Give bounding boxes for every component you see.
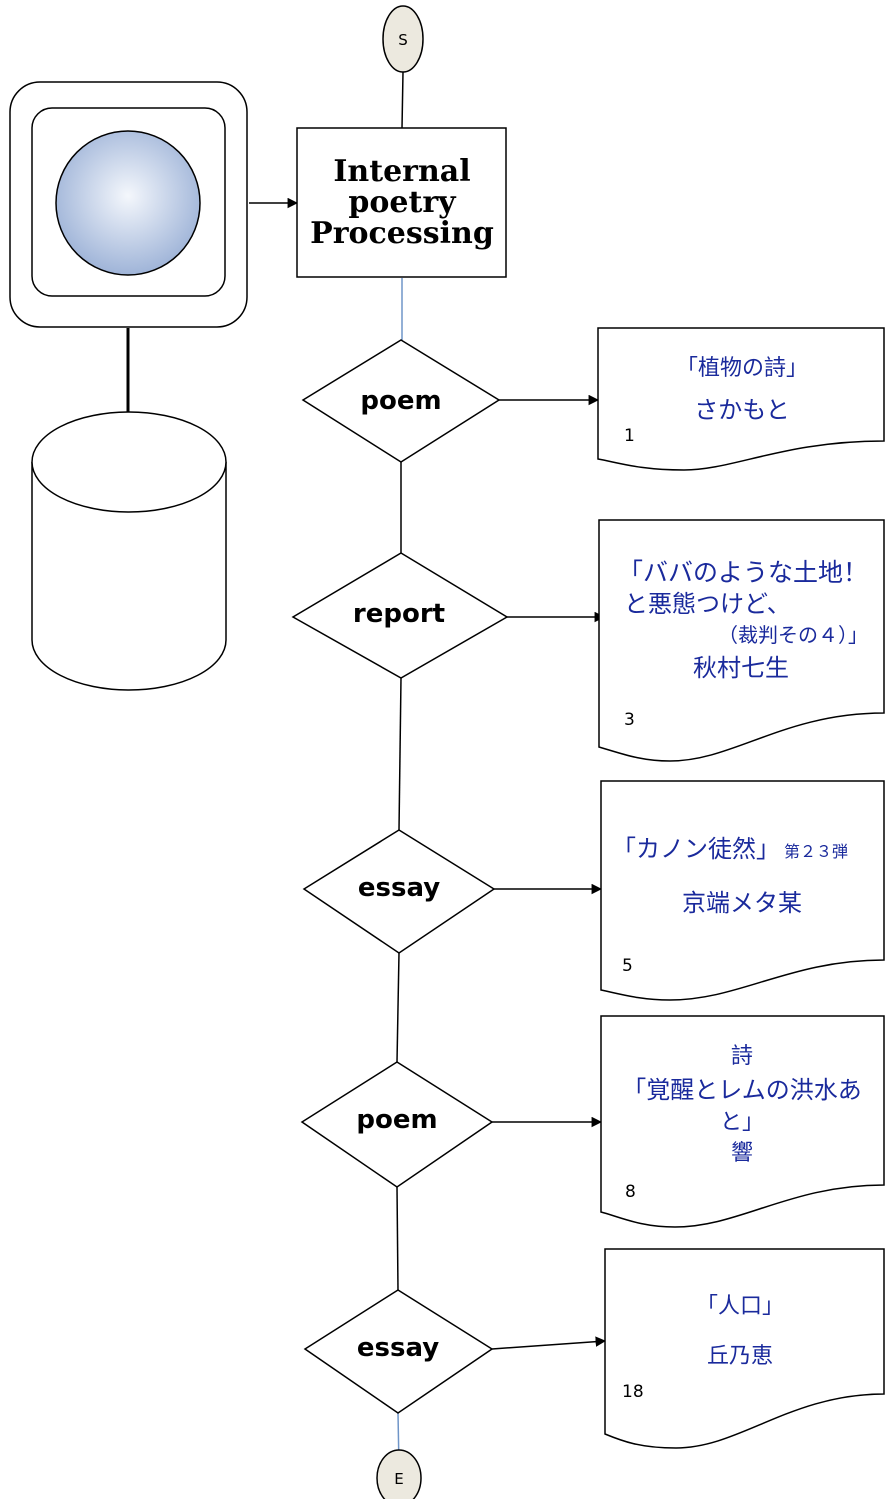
document-3-number: 5	[622, 956, 633, 976]
decision-4: poem	[300, 1061, 494, 1188]
end-label: E	[394, 1470, 403, 1488]
display-shape	[9, 81, 248, 328]
decision-1: poem	[301, 339, 501, 463]
end-terminal: E	[376, 1449, 422, 1499]
decision-3: essay	[302, 829, 496, 954]
document-1: 「植物の詩」 さかもと 1	[597, 327, 885, 471]
document-4-line-1: 詩	[731, 1044, 753, 1069]
start-terminal: S	[382, 5, 424, 73]
document-2-line-2: と悪態つけど、	[624, 590, 791, 618]
document-1-number: 1	[624, 426, 635, 446]
decision-2: report	[291, 552, 509, 679]
document-5: 「人口」 丘乃恵 18	[604, 1248, 885, 1449]
connectors	[126, 71, 607, 1469]
process-line-1: Internal	[333, 154, 470, 189]
document-2-author: 秋村七生	[693, 654, 789, 682]
document-3-title-main: 「カノン徒然」	[612, 835, 780, 863]
document-4-line-2: 「覚醒とレムの洪水あ	[622, 1076, 862, 1104]
document-3: 「カノン徒然」第２３弾 京端メタ某 5	[600, 780, 885, 1001]
process-line-2: poetry	[348, 185, 457, 220]
process-box: Internal poetry Processing	[296, 127, 507, 278]
document-5-number: 18	[622, 1382, 644, 1402]
document-5-author: 丘乃恵	[707, 1344, 773, 1369]
decision-5: essay	[303, 1289, 494, 1414]
document-4-number: 8	[625, 1182, 636, 1202]
document-2-line-1: 「ババのような土地！	[618, 558, 868, 587]
process-line-3: Processing	[310, 216, 494, 251]
document-5-title: 「人口」	[696, 1294, 784, 1319]
document-3-title: 「カノン徒然」第２３弾	[612, 835, 848, 863]
document-1-title: 「植物の詩」	[676, 356, 808, 381]
document-1-author: さかもと	[694, 396, 790, 424]
decision-2-label: report	[353, 599, 445, 629]
document-4: 詩 「覚醒とレムの洪水あ と」 響 8	[600, 1015, 885, 1228]
document-4-author: 響	[731, 1141, 753, 1166]
document-2-line-3: （裁判その４）」	[718, 623, 868, 647]
document-2: 「ババのような土地！ と悪態つけど、 （裁判その４）」 秋村七生 3	[598, 519, 885, 762]
start-label: S	[398, 31, 408, 49]
decision-1-label: poem	[360, 386, 441, 416]
disc-icon	[55, 130, 201, 276]
document-2-number: 3	[624, 710, 635, 730]
decision-5-label: essay	[357, 1333, 439, 1363]
decision-4-label: poem	[356, 1105, 437, 1135]
document-3-title-suffix: 第２３弾	[784, 842, 848, 861]
document-4-line-3: と」	[720, 1110, 764, 1135]
decision-3-label: essay	[358, 873, 440, 903]
document-3-author: 京端メタ某	[682, 889, 802, 917]
database-cylinder	[31, 411, 227, 691]
